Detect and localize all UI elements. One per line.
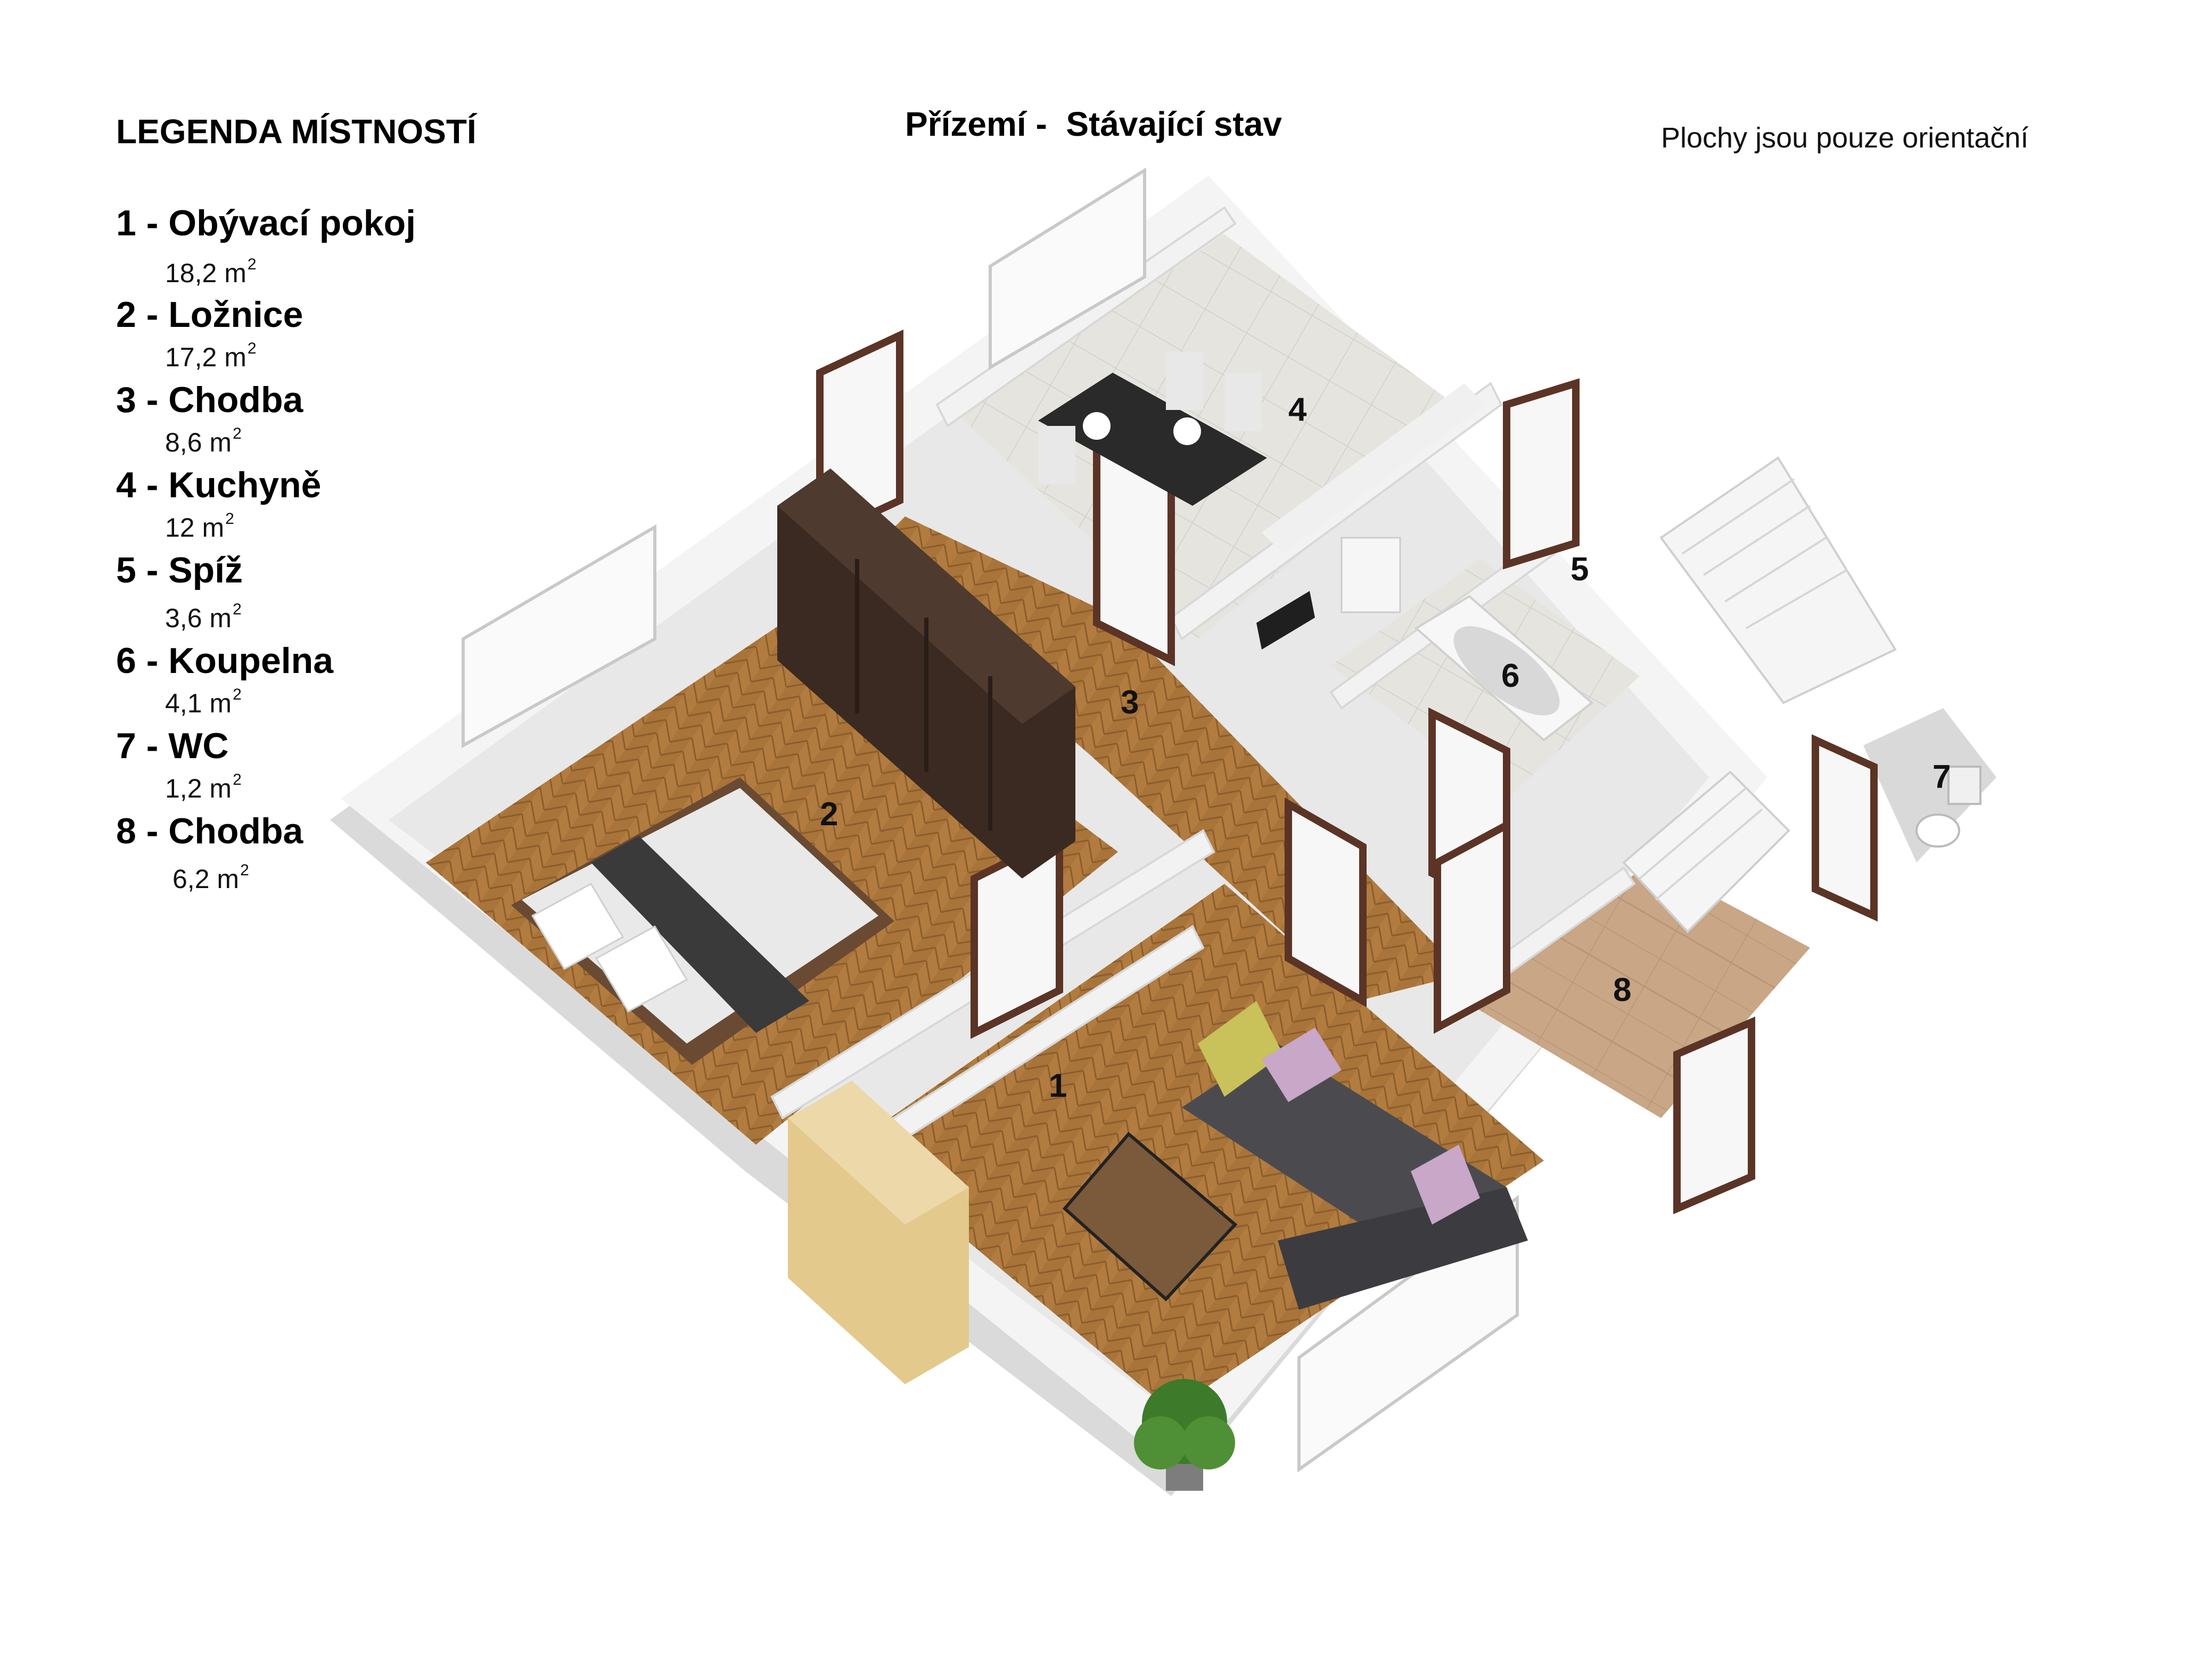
room-number-8: 8 [1613,972,1631,1008]
floor-hallway-8 [1464,863,1810,1118]
room-number-labels: 1 2 3 4 5 6 7 8 [820,391,1951,1104]
staircase [1622,456,1897,933]
legend-room-label: 4 - Kuchyně [116,465,322,505]
kitchen-counter [1256,383,1485,650]
toilet [1915,766,1981,848]
room-number-4: 4 [1288,391,1307,428]
room-number-6: 6 [1501,658,1519,694]
legend-room-area: 8,6 m2 [165,425,242,457]
room-number-2: 2 [820,796,838,833]
potted-plant [1134,1379,1235,1491]
legend-item-8: 8 - Chodba 6,2 m2 [116,810,303,894]
legend-item-5: 5 - Spíž 3,6 m2 [116,549,243,633]
legend-room-area: 4,1 m2 [165,686,242,718]
doors [816,330,1878,1214]
legend-room-area: 18,2 m2 [165,256,257,288]
sofa [1182,1001,1528,1310]
room-number-5: 5 [1570,551,1589,588]
wardrobe-light [788,1081,969,1384]
legend-room-label: 1 - Obývací pokoj [116,203,416,243]
door-wc [1812,734,1878,922]
legend-room-area: 3,6 m2 [165,601,242,633]
legend-room-label: 2 - Ložnice [116,294,303,335]
legend-room-area: 12 m2 [165,510,234,543]
legend-title: LEGENDA MÍSTNOSTÍ [116,112,476,151]
window-kitchen [989,167,1146,371]
floor-wc [1863,708,1996,863]
area-disclaimer-note: Plochy jsou pouze orientační [1661,122,2029,154]
legend-room-label: 5 - Spíž [116,550,243,590]
legend-room-label: 3 - Chodba [116,380,303,420]
wardrobe-dark [777,469,1075,878]
legend-room-area: 1,2 m2 [165,771,242,803]
legend-item-2: 2 - Ložnice 17,2 m2 [116,294,303,372]
legend-item-7: 7 - WC 1,2 m2 [116,725,242,803]
room-number-1: 1 [1049,1067,1067,1104]
bathtub [1414,595,1594,742]
door-living-room [1285,797,1367,1008]
legend-item-1: 1 - Obývací pokoj 18,2 m2 [116,202,416,288]
legend-room-label: 6 - Koupelna [116,640,334,681]
door-pantry [1503,378,1580,570]
legend-item-4: 4 - Kuchyně 12 m2 [116,464,322,543]
legend-room-label: 7 - WC [116,726,229,766]
coffee-table [1062,1131,1238,1302]
room-number-7: 7 [1933,759,1951,795]
legend-room-area: 17,2 m2 [165,340,257,372]
door-hallway-8 [1434,819,1510,1034]
dining-table [1038,351,1267,506]
legend-item-3: 3 - Chodba 8,6 m2 [116,379,303,457]
legend-item-6: 6 - Koupelna 4,1 m2 [116,640,334,718]
room-number-3: 3 [1121,684,1139,721]
bed [511,777,894,1065]
legend-room-area: 6,2 m2 [172,861,249,894]
legend-room-label: 8 - Chodba [116,811,303,851]
floor-living-room [852,884,1544,1411]
page-title: Přízemí - Stávající stav [905,105,1282,143]
door-entrance [1673,1016,1755,1214]
window-bedroom [462,524,656,749]
